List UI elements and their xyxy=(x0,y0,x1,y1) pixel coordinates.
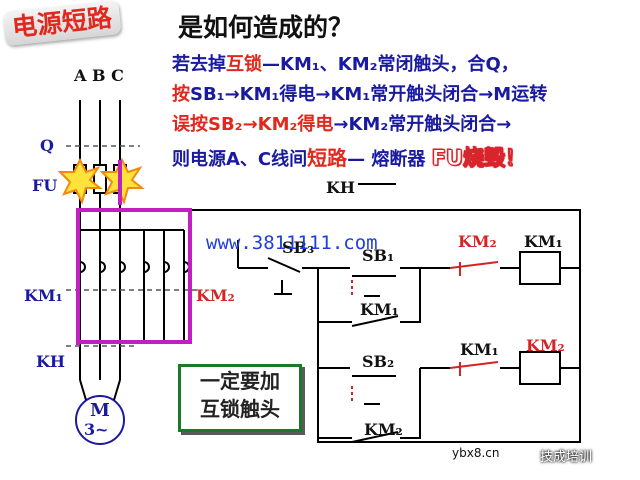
desc-line-4: 则电源A、C线间短路— 熔断器 FU烧毁！ xyxy=(172,142,527,172)
desc-l2-red: 按 xyxy=(172,84,190,105)
desc-l3-rest: →KM₂常开触头闭合→ xyxy=(333,114,512,135)
desc-l4-prefix: 则电源A、C线间 xyxy=(172,149,308,170)
desc-l4-red: 短路 xyxy=(307,146,348,170)
km2-c2 xyxy=(163,261,170,273)
km2-coil xyxy=(519,351,561,385)
km2-nc-blade xyxy=(449,261,499,269)
kh-top-label: KH xyxy=(326,178,356,197)
km1-c3 xyxy=(119,261,126,273)
watermark-bottom-2: 技成培训 xyxy=(540,450,593,465)
short-path xyxy=(76,208,192,345)
km1-hold-blade xyxy=(351,315,399,327)
desc-line-3: 误按SB₂→KM₂得电→KM₂常开触头闭合→ xyxy=(172,110,511,136)
desc-l4-mid: — 熔断器 xyxy=(347,149,432,170)
desc-l1-rest: —KM₁、KM₂常闭触头，合Q， xyxy=(262,54,519,75)
km2-nc-label: KM₂ xyxy=(458,232,497,251)
desc-l1-red: 互锁 xyxy=(226,54,262,75)
kh-left-label: KH xyxy=(36,352,66,371)
title-black: 是如何造成的？ xyxy=(178,13,354,42)
km1-nc-blade xyxy=(449,361,499,369)
km1-c2 xyxy=(99,261,106,273)
motor-lead-c xyxy=(113,379,121,401)
abc-label: A B C xyxy=(74,66,124,85)
desc-line-1: 若去掉互锁—KM₁、KM₂常闭触头，合Q， xyxy=(172,50,519,76)
desc-l4-fu: FU烧毁！ xyxy=(431,146,527,171)
note-line-2: 互锁触头 xyxy=(200,397,280,421)
km1-hold-label: KM₁ xyxy=(360,300,399,319)
sb1-label: SB₁ xyxy=(362,246,395,265)
km2-c1 xyxy=(143,261,150,273)
q-label: Q xyxy=(40,136,54,155)
km1-nc-label: KM₁ xyxy=(460,340,499,359)
sb2-label: SB₂ xyxy=(362,352,395,371)
km2-right-label: KM₂ xyxy=(196,286,235,305)
motor-lead-a xyxy=(79,379,87,401)
hold1-right xyxy=(400,268,421,323)
km2-coil-label: KM₂ xyxy=(526,336,565,355)
desc-l2-rest: SB₁→KM₁得电→KM₁常开触头闭合→M运转 xyxy=(190,84,548,105)
hold2-right xyxy=(400,368,421,439)
desc-l3-red: 误按SB₂→KM₂得电 xyxy=(172,114,334,135)
km2-hold-blade xyxy=(351,431,399,443)
motor-circle xyxy=(75,395,125,445)
km2-hold-label: KM₂ xyxy=(364,420,403,439)
km1-left-label: KM₁ xyxy=(24,286,63,305)
km1-coil-label: KM₁ xyxy=(524,232,563,251)
km1-c1 xyxy=(79,261,86,273)
watermark-bottom: ybx8.cn xyxy=(452,446,500,460)
km1-coil xyxy=(519,251,561,285)
control-rail xyxy=(120,209,581,443)
sb3-label: SB₃ xyxy=(282,238,315,257)
motor-label: M xyxy=(90,400,110,421)
desc-l1-prefix: 若去掉 xyxy=(172,54,226,75)
note-box: 一定要加 互锁触头 xyxy=(178,364,302,432)
desc-line-2: 按SB₁→KM₁得电→KM₁常开触头闭合→M运转 xyxy=(172,80,547,106)
watermark-site: www.3811111.com xyxy=(206,232,378,254)
note-line-1: 一定要加 xyxy=(200,369,280,393)
sb3-contact xyxy=(267,257,301,273)
explosion-a xyxy=(57,157,103,205)
fu-label: FU xyxy=(32,176,58,195)
motor-sub-label: 3~ xyxy=(84,420,109,439)
